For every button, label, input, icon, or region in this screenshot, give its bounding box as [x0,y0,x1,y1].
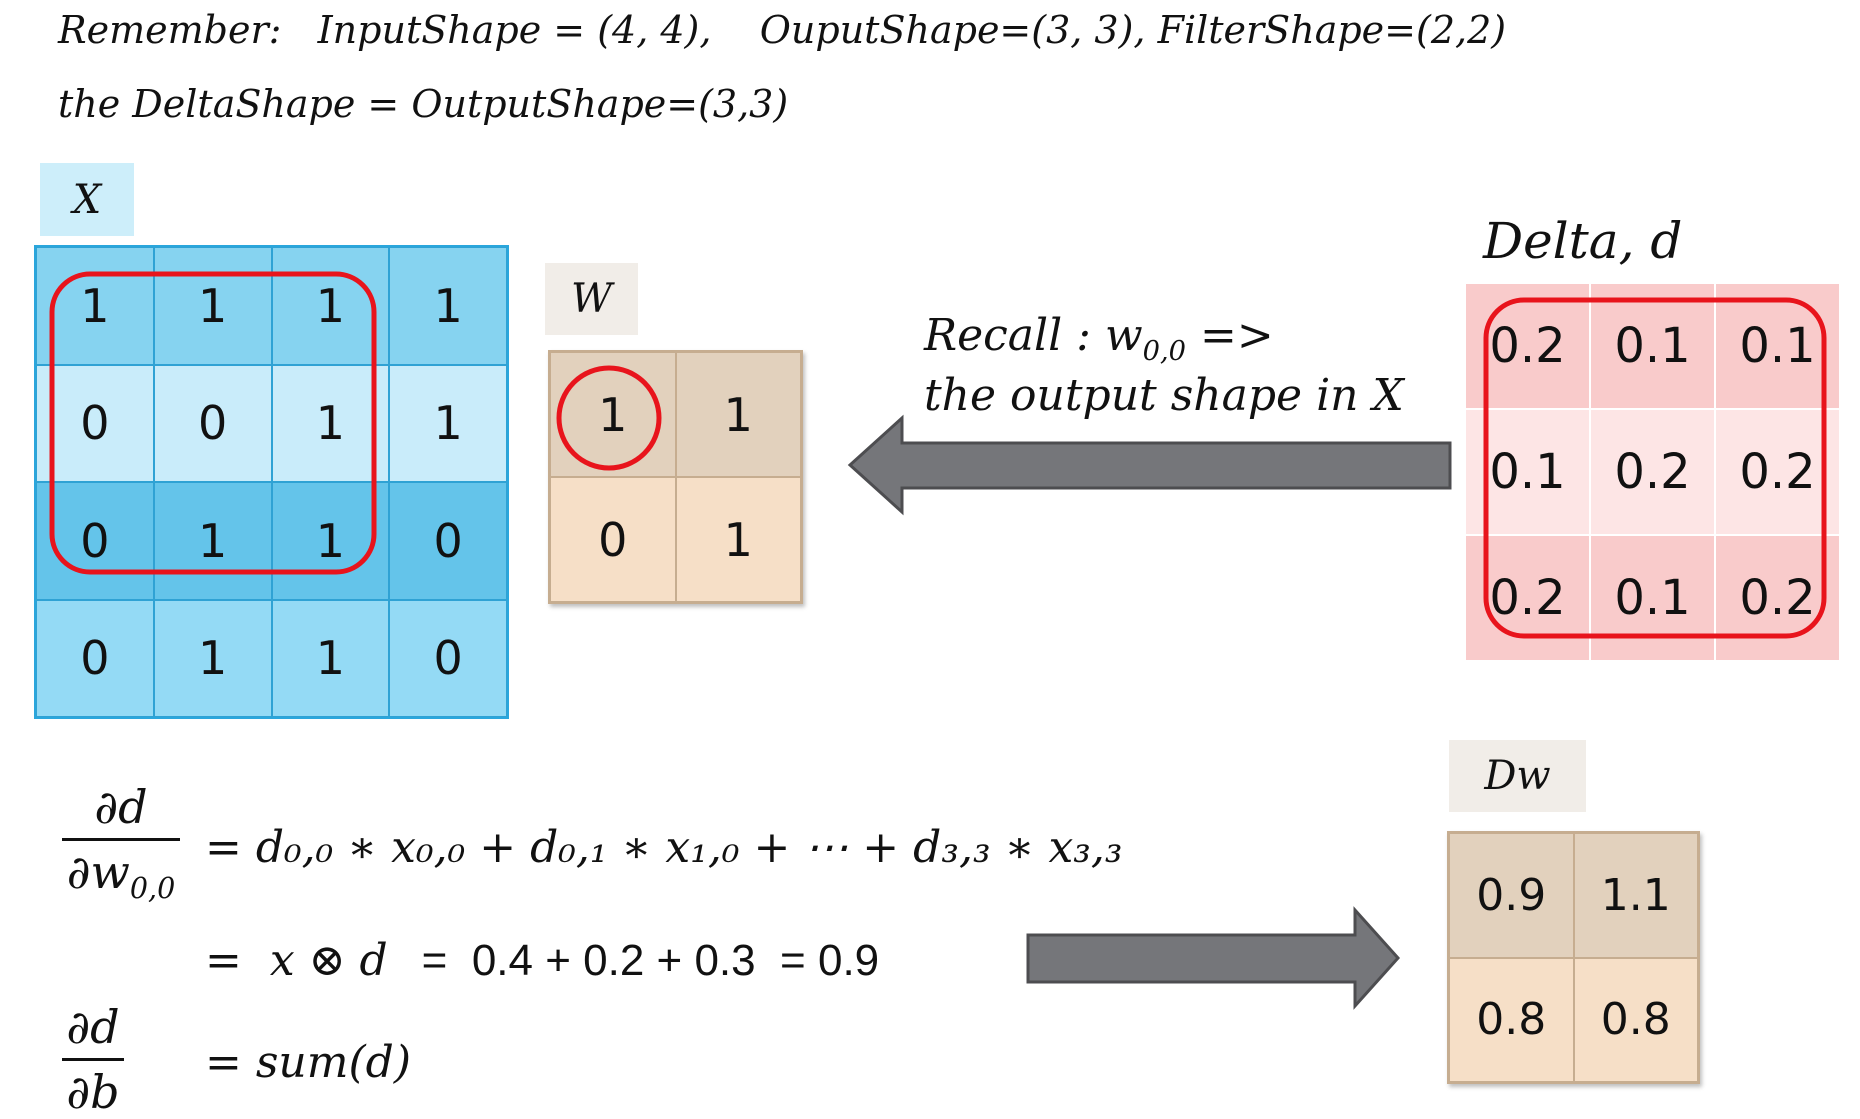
x-cell: 0 [389,599,507,717]
w-matrix: 1 1 0 1 [548,350,803,604]
w-cell: 1 [675,352,801,477]
x-cell: 1 [153,482,272,600]
x-cell: 1 [271,599,390,717]
partial-d-w-fraction: ∂d ∂w0,0 [62,780,180,905]
right-arrow [1026,906,1401,1010]
dw-cell: 0.8 [1573,957,1698,1082]
equation-result: = 0.4 + 0.2 + 0.3 = 0.9 [421,936,880,985]
x-cell: 1 [36,247,154,365]
recall-text-line-1: Recall : w0,0 => [924,310,1274,367]
x-cell: 1 [389,364,507,482]
x-cell: 0 [389,482,507,600]
equation-line-2: = x ⊗ d = 0.4 + 0.2 + 0.3 = 0.9 [205,935,879,986]
x-cell: 1 [271,482,390,600]
dw-cell: 0.8 [1449,957,1574,1082]
w-matrix-label: W [545,263,638,335]
header-line-2: the DeltaShape = OutputShape=(3,3) [58,82,789,126]
x-cell: 0 [153,364,272,482]
partial-d-b-fraction: ∂d ∂b [62,1000,124,1119]
dw-matrix: 0.9 1.1 0.8 0.8 [1447,831,1700,1084]
w-cell: 0 [550,477,676,602]
fraction-bar [62,838,180,841]
equation-line-1: = d₀,₀ ∗ x₀,₀ + d₀,₁ ∗ x₁,₀ + ⋯ + d₃,₃ ∗… [205,822,1123,873]
x-cell: 1 [153,247,272,365]
x-cell: 0 [36,599,154,717]
equation-convolution: = x ⊗ d [205,935,388,986]
w-highlight-circle [556,365,662,471]
fraction-denominator: ∂b [66,1065,120,1119]
left-arrow [847,414,1452,516]
header-line-1: Remember: InputShape = (4, 4), OuputShap… [58,8,1507,52]
x-cell: 0 [36,364,154,482]
x-cell: 0 [36,482,154,600]
x-cell: 1 [389,247,507,365]
delta-matrix-label: Delta, d [1483,212,1683,270]
w-cell: 1 [675,477,801,602]
delta-cell: 0.2 [1715,535,1840,661]
fraction-numerator: ∂d [94,780,148,834]
w-cell: 1 [550,352,676,477]
dw-matrix-label: Dw [1449,740,1586,812]
delta-cell: 0.1 [1715,283,1840,409]
x-matrix: 1 1 1 1 0 0 1 1 0 1 1 0 0 1 1 0 [34,245,509,719]
delta-cell: 0.1 [1590,283,1715,409]
dw-cell: 0.9 [1449,833,1574,958]
delta-highlight-box [1483,297,1827,639]
x-cell: 1 [153,599,272,717]
dw-cell: 1.1 [1573,833,1698,958]
recall-text-line-2: the output shape in X [924,370,1404,421]
fraction-denominator: ∂w0,0 [66,845,176,906]
x-cell: 1 [271,247,390,365]
x-highlight-box [49,271,377,575]
equation-line-3: = sum(d) [205,1037,411,1088]
delta-cell: 0.2 [1715,409,1840,535]
fraction-numerator: ∂d [66,1000,120,1054]
x-cell: 1 [271,364,390,482]
delta-cell: 0.2 [1590,409,1715,535]
x-matrix-label: X [40,163,134,236]
fraction-bar [62,1058,124,1061]
delta-cell: 0.1 [1590,535,1715,661]
